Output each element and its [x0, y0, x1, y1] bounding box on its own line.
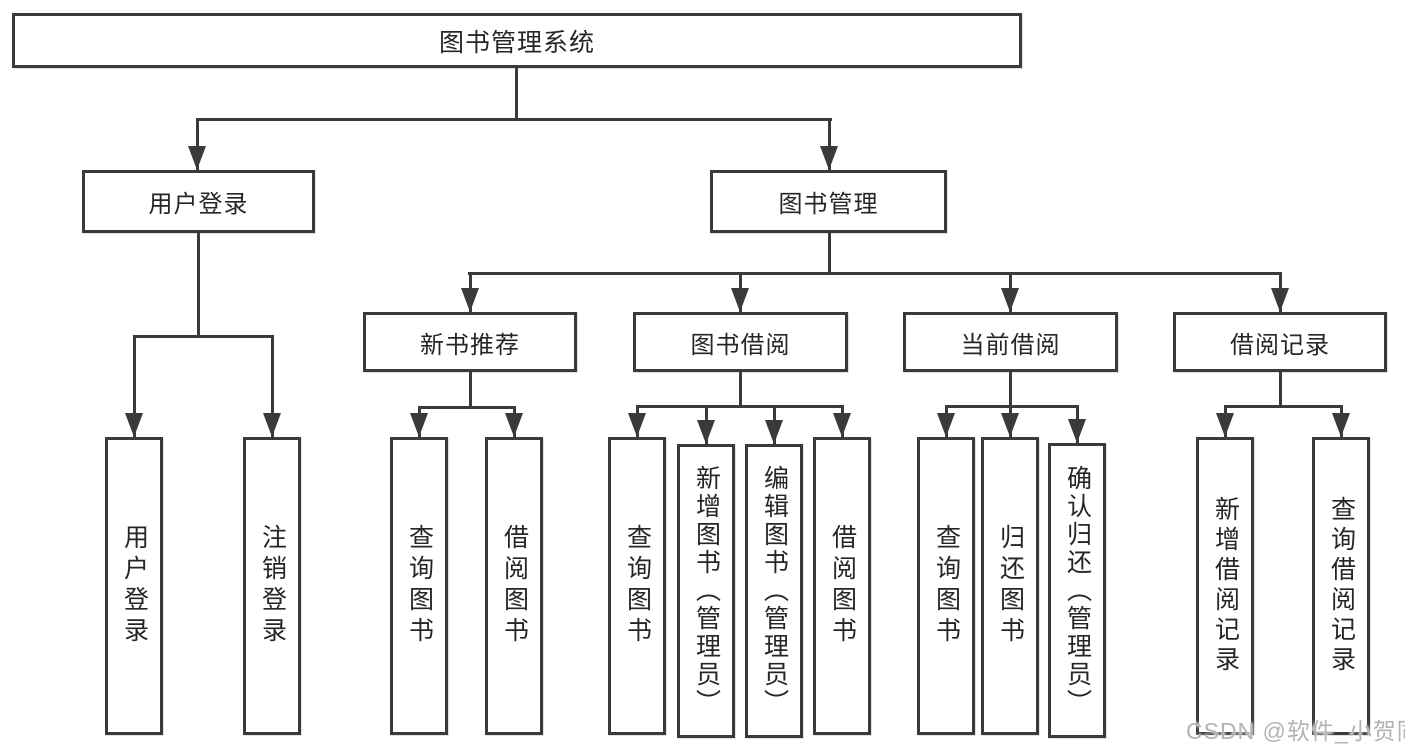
- connector-horizontal: [1224, 405, 1343, 408]
- connector-vertical: [739, 372, 742, 408]
- connector-horizontal: [636, 405, 844, 408]
- arrow-down-icon: [1001, 413, 1019, 437]
- connector-vertical: [828, 232, 831, 275]
- connector-horizontal: [133, 335, 274, 338]
- connector-vertical: [271, 335, 274, 437]
- arrow-down-icon: [1216, 413, 1234, 437]
- leaf-add-borrow-record: 新增借阅记录: [1196, 437, 1254, 735]
- arrow-down-icon: [410, 413, 428, 437]
- leaf-logout: 注销登录: [243, 437, 301, 735]
- node-new-book-recommend: 新书推荐: [363, 312, 577, 372]
- arrow-down-icon: [765, 420, 783, 444]
- leaf-query-books: 查询图书: [390, 437, 448, 735]
- arrow-down-icon: [263, 413, 281, 437]
- arrow-down-icon: [820, 146, 838, 170]
- connector-vertical: [196, 118, 199, 170]
- connector-horizontal: [196, 118, 832, 121]
- connector-vertical: [828, 118, 831, 170]
- leaf-query-books: 查询图书: [608, 437, 666, 735]
- arrow-down-icon: [1001, 288, 1019, 312]
- connector-vertical: [515, 68, 518, 118]
- connector-horizontal: [945, 405, 1079, 408]
- node-library-system: 图书管理系统: [12, 13, 1022, 68]
- node-borrowing-records: 借阅记录: [1173, 312, 1387, 372]
- leaf-user-login: 用户登录: [105, 437, 163, 735]
- arrow-down-icon: [125, 413, 143, 437]
- connector-horizontal: [418, 406, 516, 409]
- leaf-borrow-books: 借阅图书: [813, 437, 871, 735]
- leaf-return-books: 归还图书: [981, 437, 1039, 735]
- arrow-down-icon: [697, 420, 715, 444]
- connector-vertical: [1009, 372, 1012, 408]
- leaf-add-books-admin: 新增图书（管理员）: [677, 444, 735, 738]
- node-book-management: 图书管理: [710, 170, 947, 233]
- arrow-down-icon: [1271, 288, 1289, 312]
- arrow-down-icon: [628, 413, 646, 437]
- connector-horizontal: [468, 272, 1282, 275]
- leaf-confirm-return-admin: 确认归还（管理员）: [1048, 443, 1106, 738]
- node-current-borrowing: 当前借阅: [903, 312, 1118, 372]
- arrow-down-icon: [461, 288, 479, 312]
- arrow-down-icon: [731, 288, 749, 312]
- connector-vertical: [197, 232, 200, 335]
- node-book-borrowing: 图书借阅: [633, 312, 848, 372]
- leaf-borrow-books: 借阅图书: [485, 437, 543, 735]
- connector-vertical: [469, 372, 472, 409]
- arrow-down-icon: [937, 413, 955, 437]
- leaf-query-books: 查询图书: [917, 437, 975, 735]
- csdn-watermark: CSDN @软件_小贺同学: [1186, 718, 1405, 744]
- connector-vertical: [133, 335, 136, 437]
- leaf-edit-books-admin: 编辑图书（管理员）: [745, 444, 803, 738]
- arrow-down-icon: [1068, 419, 1086, 443]
- arrow-down-icon: [1332, 413, 1350, 437]
- node-user-login-branch: 用户登录: [82, 170, 315, 233]
- arrow-down-icon: [833, 413, 851, 437]
- arrow-down-icon: [505, 413, 523, 437]
- leaf-query-borrow-record: 查询借阅记录: [1312, 437, 1370, 735]
- connector-vertical: [1279, 372, 1282, 408]
- arrow-down-icon: [188, 146, 206, 170]
